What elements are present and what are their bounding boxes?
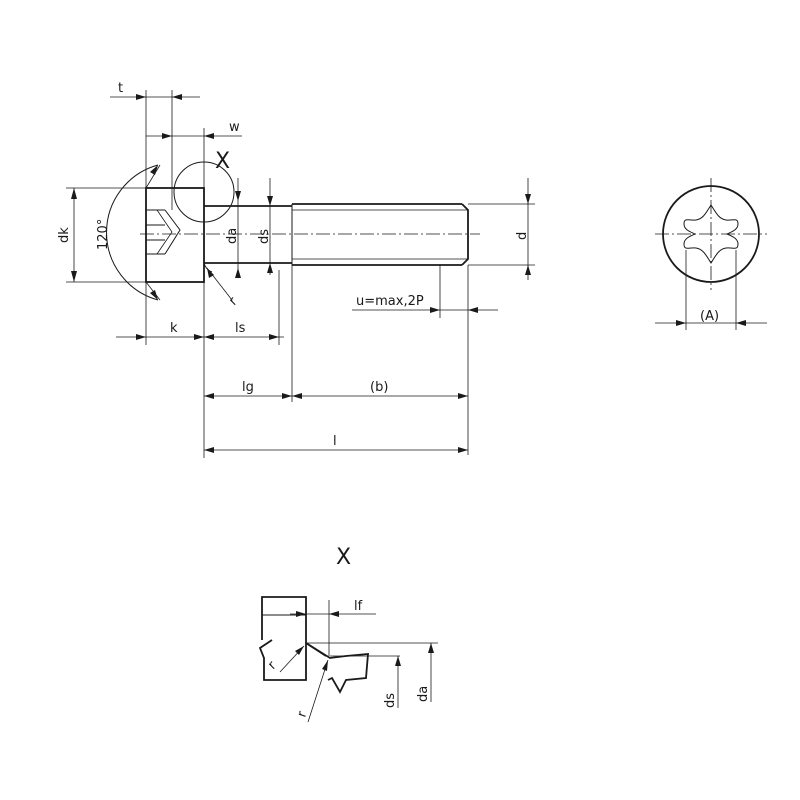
k-label: k (170, 321, 178, 336)
t-dimension: t (110, 81, 200, 210)
detail-ds-label: ds (383, 693, 398, 708)
lg-label: lg (242, 380, 254, 395)
lf-label: lf (354, 599, 363, 614)
ds-label: ds (257, 229, 272, 244)
l-dimension: l (204, 434, 468, 453)
a-label: (A) (700, 309, 719, 324)
u-label: u=max,2P (356, 294, 424, 309)
t-label: t (118, 81, 123, 96)
r-leader: r (206, 267, 241, 309)
detail-da-label: da (416, 686, 431, 702)
u-dimension: u=max,2P (352, 265, 498, 455)
detail-r1-label: r (265, 658, 280, 673)
angle-label: 120° (96, 219, 111, 250)
torx-socket-icon (683, 204, 739, 264)
dk-label: dk (57, 227, 72, 243)
l-label: l (333, 434, 337, 449)
screw-head (145, 187, 205, 283)
lg-b-dimension: lg (b) (204, 265, 468, 402)
angle-dimension: 120° (96, 164, 161, 301)
r-label: r (226, 294, 241, 309)
ds-dimension: ds (257, 178, 273, 275)
detail-marker-label: X (215, 149, 230, 174)
detail-title: X (336, 545, 351, 570)
d-label: d (515, 232, 530, 240)
detail-x-view: X lf r r ds da (258, 545, 438, 723)
ls-label: ls (235, 321, 246, 336)
dk-dimension: dk (57, 187, 146, 283)
screw-side-view (140, 187, 480, 283)
k-ls-dimension: k ls (116, 270, 284, 458)
screw-end-view: (A) (655, 178, 767, 330)
da-dimension: da (225, 178, 241, 278)
w-label: w (229, 120, 240, 135)
da-label: da (225, 228, 240, 244)
d-dimension: d (468, 178, 535, 280)
w-dimension: w (146, 120, 242, 188)
b-label: (b) (370, 380, 388, 395)
detail-r2-label: r (295, 709, 311, 719)
